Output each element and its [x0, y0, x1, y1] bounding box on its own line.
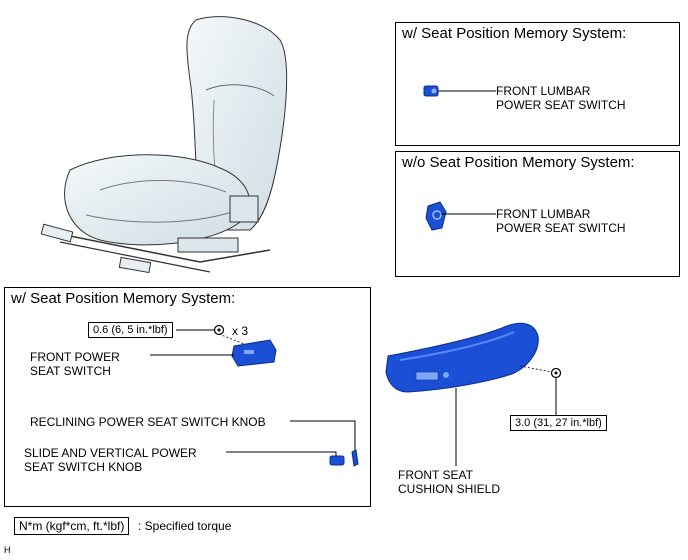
leader-line: [218, 333, 245, 345]
leader-line: [226, 451, 337, 456]
panel-title: w/ Seat Position Memory System:: [402, 25, 627, 42]
figure-code: H: [4, 545, 11, 555]
slide-vertical-knob-part: [329, 455, 345, 466]
reclining-knob-part: [351, 449, 359, 467]
reclining-knob-label: RECLINING POWER SEAT SWITCH KNOB: [30, 415, 266, 429]
panel-title: w/o Seat Position Memory System:: [402, 154, 635, 171]
lumbar-switch-part: [423, 85, 439, 97]
slide-vertical-knob-label: SLIDE AND VERTICAL POWER SEAT SWITCH KNO…: [24, 446, 197, 474]
front-power-seat-switch-part: [231, 339, 277, 367]
memory-system-lumbar-panel: w/ Seat Position Memory System:: [395, 22, 680, 146]
memory-system-switch-panel: w/ Seat Position Memory System:: [4, 287, 371, 507]
seat-illustration: [40, 16, 288, 274]
front-lumbar-switch-label: FRONT LUMBAR POWER SEAT SWITCH: [496, 207, 626, 235]
front-seat-cushion-shield-label: FRONT SEAT CUSHION SHIELD: [398, 468, 501, 496]
front-seat-cushion-shield-part: [385, 322, 539, 393]
shield-torque-value-box: 3.0 (31, 27 in.*lbf): [510, 415, 607, 431]
torque-unit-legend-box: N*m (kgf*cm, ft.*lbf): [14, 517, 130, 535]
leader-line: [519, 365, 553, 373]
leader-line: [290, 420, 356, 450]
front-lumbar-switch-label: FRONT LUMBAR POWER SEAT SWITCH: [496, 84, 626, 112]
screw-multiplier: x 3: [232, 324, 249, 338]
screw-part: [213, 324, 225, 336]
screw-part: [550, 367, 562, 379]
panel-title: w/ Seat Position Memory System:: [11, 290, 236, 307]
torque-value-box: 0.6 (6, 5 in.*lbf): [88, 322, 173, 338]
front-power-seat-switch-label: FRONT POWER SEAT SWITCH: [30, 350, 120, 378]
torque-legend-description: : Specified torque: [138, 519, 232, 533]
lumbar-switch-part: [425, 201, 447, 231]
